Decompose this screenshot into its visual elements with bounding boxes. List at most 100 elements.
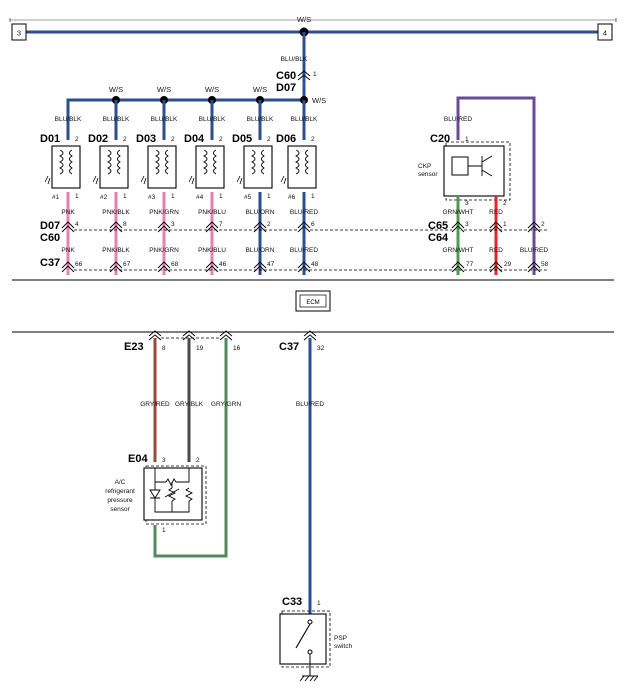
ckp-w-grn: GRN/WHT [442,209,473,216]
ckp-w-grn-2: GRN/WHT [442,247,473,254]
ac-wire-2: GRY/BLK [175,401,204,408]
d03-pin-bottom: 1 [171,193,175,200]
psp-pin: 1 [317,600,321,607]
ckp-label-2: sensor [418,171,438,178]
conn-c60-top: C60 [276,70,296,82]
conn-c60: C60 [40,232,60,244]
top-bus: 3 4 W/S [9,15,617,41]
d03-body [147,145,177,189]
d01-wire-bottom-2: PNK [61,247,75,254]
ckp-c37-grn: 77 [466,261,474,268]
d04-c37-pin: 46 [219,261,227,268]
conn-d07-top: D07 [276,82,296,94]
ac-conn-e23: E23 [124,341,144,353]
conn-c64: C64 [428,232,449,244]
d02-wire-bottom: PNK/BLK [102,209,130,216]
ckp-transistor-icon [468,155,493,177]
d05-c37-pin: 47 [267,261,275,268]
d06-pin-top: 2 [311,136,315,143]
psp-id: C33 [282,596,302,608]
psp-switch-group: C37 32 BLU/RED C33 1 PSP switch [279,330,352,682]
d06-c37-pin: 48 [311,261,319,268]
ckp-c65-red: 1 [503,221,507,228]
main-feed-wire-label: BLU/BLK [281,56,308,63]
psp-conn-c37: C37 [279,341,299,353]
injector-d01: BLU/BLK D01 2 #1 1 PNK 4 PNK 66 [40,100,83,275]
injector-d03: BLU/BLK D03 2 #3 1 PNK/GRN 3 PNK/GRN 68 [136,100,179,275]
d02-wire-bottom-2: PNK/BLK [102,247,130,254]
conn-c65: C65 [428,220,448,232]
d03-wire-top: BLU/BLK [151,116,178,123]
psp-contact-icon [295,623,311,649]
connector-chevron [297,70,311,81]
ac-resistor-icons [167,487,194,502]
d04-wire-bottom: PNK/BLU [198,209,226,216]
d04-body [195,145,225,189]
psp-c37-chevron [303,330,317,341]
d04-num: #4 [196,194,204,201]
conn-d07: D07 [40,220,60,232]
ac-id: E04 [128,453,148,465]
splice-label-1: W/S [109,85,123,94]
d02-c37-pin: 67 [123,261,131,268]
ref-box-left [11,23,27,41]
d01-d07-pin: 4 [75,221,79,228]
psp-label-2: switch [334,643,352,650]
d06-id: D06 [276,133,296,145]
ckp-id: C20 [430,133,450,145]
ac-label-3: pressure [107,497,133,504]
ac-pin-bottom: 1 [162,527,166,534]
ref-box-right [597,23,613,41]
ac-wire-1: GRY/RED [140,401,170,408]
ac-resistor-top [165,478,177,487]
splice-label-5: W/S [312,96,326,105]
ac-label-1: A/C [115,479,126,486]
d02-pin-bottom: 1 [123,193,127,200]
d02-body [99,145,129,189]
d03-c37-pin: 68 [171,261,179,268]
psp-body [279,613,327,665]
d01-pin-top: 2 [75,136,79,143]
d06-body [287,145,317,189]
d02-num: #2 [100,194,108,201]
ac-label-4: sensor [110,506,130,513]
ecm-band: ECM [12,279,614,333]
ckp-c37-red: 29 [504,261,512,268]
d03-pin-top: 2 [171,136,175,143]
d03-num: #3 [148,194,156,201]
c37-ckp-chevrons [451,261,541,273]
d06-wire-bottom: BLU/RED [290,209,318,216]
ac-label-2: refrigerant [105,488,135,495]
d05-wire-bottom: BLU/ORN [246,209,275,216]
d03-wire-bottom: PNK/GRN [149,209,179,216]
e23-pin-2: 19 [196,345,204,352]
d04-pin-bottom: 1 [219,193,223,200]
ac-pin-right: 2 [196,457,200,464]
ckp-wire-in: BLU/RED [444,116,472,123]
ground-icon [299,675,319,682]
ckp-label-1: CKP [418,163,431,170]
d01-c37-pin: 66 [75,261,83,268]
injector-columns: BLU/BLK D01 2 #1 1 PNK 4 PNK 66 BLU/BLK … [40,100,319,275]
ac-sensor-group: E23 8 19 16 GRY/RED GRY/BLK GRY/GRN E04 … [105,330,241,558]
injector-d02: BLU/BLK D02 2 #2 1 PNK/BLK 8 PNK/BLK 67 [88,100,131,275]
d01-num: #1 [52,194,60,201]
d05-wire-bottom-2: BLU/ORN [246,247,275,254]
d03-wire-bottom-2: PNK/GRN [149,247,179,254]
c65-chevrons [451,221,541,233]
ckp-w-red: RED [489,209,503,216]
d05-id: D05 [232,133,252,145]
splice-top-label: W/S [297,15,311,24]
ckp-c65-grn: 3 [465,221,469,228]
d06-wire-bottom-2: BLU/RED [290,247,318,254]
ckp-c65-blu: 2 [541,221,545,228]
ckp-c37-blu: 58 [541,261,549,268]
d04-d07-pin: 7 [219,221,223,228]
c37-connector-chevrons [61,261,311,273]
d03-d07-pin: 3 [171,221,175,228]
psp-label-1: PSP [334,635,347,642]
d02-id: D02 [88,133,108,145]
d02-wire-top: BLU/BLK [103,116,130,123]
d01-wire-bottom: PNK [61,209,75,216]
